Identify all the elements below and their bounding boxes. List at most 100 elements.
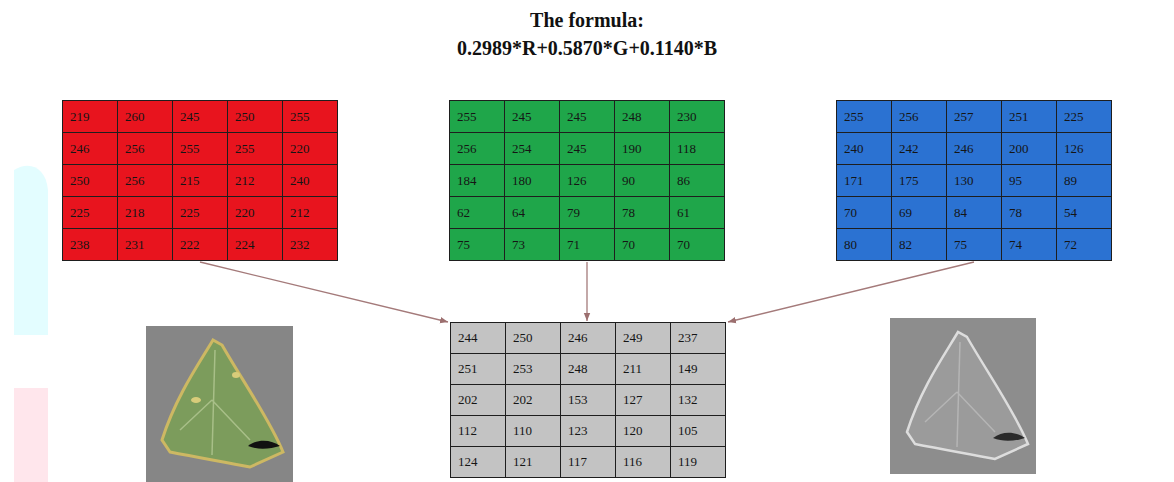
matrix-cell: 149 <box>671 354 725 384</box>
red-channel-matrix: 2192602452502552462562552552202502562152… <box>62 100 338 261</box>
matrix-cell: 250 <box>63 165 117 196</box>
leaf-vein <box>925 342 995 447</box>
matrix-cell: 72 <box>1057 229 1111 260</box>
matrix-cell: 89 <box>1057 165 1111 196</box>
matrix-cell: 245 <box>560 133 614 164</box>
grayscale-matrix: 2442502462492372512532482111492022021531… <box>450 322 726 478</box>
matrix-cell: 255 <box>450 101 504 132</box>
matrix-cell: 246 <box>63 133 117 164</box>
matrix-cell: 171 <box>837 165 891 196</box>
grayscale-leaf-photo <box>890 318 1036 474</box>
matrix-cell: 255 <box>283 101 337 132</box>
matrix-cell: 69 <box>892 197 946 228</box>
matrix-cell: 117 <box>561 447 615 477</box>
matrix-cell: 220 <box>283 133 337 164</box>
green-channel-matrix: 2552452452482302562542451901181841801269… <box>449 100 725 261</box>
matrix-cell: 242 <box>892 133 946 164</box>
formula-title: The formula: 0.2989*R+0.5870*G+0.1140*B <box>457 6 717 62</box>
matrix-cell: 254 <box>505 133 559 164</box>
matrix-cell: 246 <box>561 323 615 353</box>
matrix-cell: 211 <box>616 354 670 384</box>
matrix-cell: 86 <box>670 165 724 196</box>
matrix-cell: 251 <box>451 354 505 384</box>
matrix-cell: 256 <box>118 133 172 164</box>
matrix-cell: 79 <box>560 197 614 228</box>
matrix-cell: 78 <box>1002 197 1056 228</box>
matrix-cell: 180 <box>505 165 559 196</box>
leaf-shadow <box>248 441 280 449</box>
leaf-vein <box>180 350 250 455</box>
matrix-cell: 222 <box>173 229 227 260</box>
matrix-cell: 215 <box>173 165 227 196</box>
matrix-cell: 256 <box>118 165 172 196</box>
matrix-cell: 127 <box>616 385 670 415</box>
matrix-cell: 73 <box>505 229 559 260</box>
matrix-cell: 255 <box>173 133 227 164</box>
matrix-cell: 240 <box>283 165 337 196</box>
matrix-cell: 260 <box>118 101 172 132</box>
matrix-cell: 70 <box>670 229 724 260</box>
blue-channel-matrix: 2552562572512252402422462001261711751309… <box>836 100 1112 261</box>
leaf-shape <box>162 340 283 467</box>
matrix-cell: 61 <box>670 197 724 228</box>
matrix-cell: 118 <box>670 133 724 164</box>
matrix-cell: 74 <box>1002 229 1056 260</box>
matrix-cell: 132 <box>671 385 725 415</box>
matrix-cell: 230 <box>670 101 724 132</box>
flow-arrow <box>200 262 448 322</box>
matrix-cell: 64 <box>505 197 559 228</box>
matrix-cell: 250 <box>506 323 560 353</box>
matrix-cell: 75 <box>450 229 504 260</box>
matrix-cell: 126 <box>560 165 614 196</box>
photo-background <box>890 318 1036 474</box>
matrix-cell: 90 <box>615 165 669 196</box>
matrix-cell: 237 <box>671 323 725 353</box>
matrix-cell: 240 <box>837 133 891 164</box>
matrix-cell: 256 <box>450 133 504 164</box>
matrix-cell: 257 <box>947 101 1001 132</box>
matrix-cell: 255 <box>228 133 282 164</box>
matrix-cell: 225 <box>173 197 227 228</box>
matrix-cell: 116 <box>616 447 670 477</box>
leaf-spot <box>232 372 240 378</box>
background-decoration <box>14 166 48 335</box>
matrix-cell: 251 <box>1002 101 1056 132</box>
matrix-cell: 245 <box>173 101 227 132</box>
matrix-cell: 112 <box>451 416 505 446</box>
leaf-shadow <box>993 433 1025 441</box>
matrix-cell: 70 <box>615 229 669 260</box>
matrix-cell: 80 <box>837 229 891 260</box>
matrix-cell: 202 <box>506 385 560 415</box>
matrix-cell: 249 <box>616 323 670 353</box>
matrix-cell: 253 <box>506 354 560 384</box>
flow-arrow <box>728 262 974 322</box>
matrix-cell: 212 <box>283 197 337 228</box>
matrix-cell: 231 <box>118 229 172 260</box>
matrix-cell: 120 <box>616 416 670 446</box>
matrix-cell: 218 <box>118 197 172 228</box>
matrix-cell: 110 <box>506 416 560 446</box>
background-decoration <box>14 388 48 482</box>
matrix-cell: 119 <box>671 447 725 477</box>
matrix-cell: 123 <box>561 416 615 446</box>
matrix-cell: 82 <box>892 229 946 260</box>
matrix-cell: 248 <box>561 354 615 384</box>
matrix-cell: 246 <box>947 133 1001 164</box>
matrix-cell: 202 <box>451 385 505 415</box>
matrix-cell: 78 <box>615 197 669 228</box>
matrix-cell: 244 <box>451 323 505 353</box>
matrix-cell: 121 <box>506 447 560 477</box>
color-leaf-photo <box>146 326 293 482</box>
matrix-cell: 225 <box>1057 101 1111 132</box>
matrix-cell: 70 <box>837 197 891 228</box>
matrix-cell: 153 <box>561 385 615 415</box>
matrix-cell: 124 <box>451 447 505 477</box>
matrix-cell: 232 <box>283 229 337 260</box>
matrix-cell: 126 <box>1057 133 1111 164</box>
matrix-cell: 75 <box>947 229 1001 260</box>
matrix-cell: 256 <box>892 101 946 132</box>
matrix-cell: 248 <box>615 101 669 132</box>
flow-arrow <box>586 262 587 321</box>
matrix-cell: 245 <box>505 101 559 132</box>
matrix-cell: 220 <box>228 197 282 228</box>
